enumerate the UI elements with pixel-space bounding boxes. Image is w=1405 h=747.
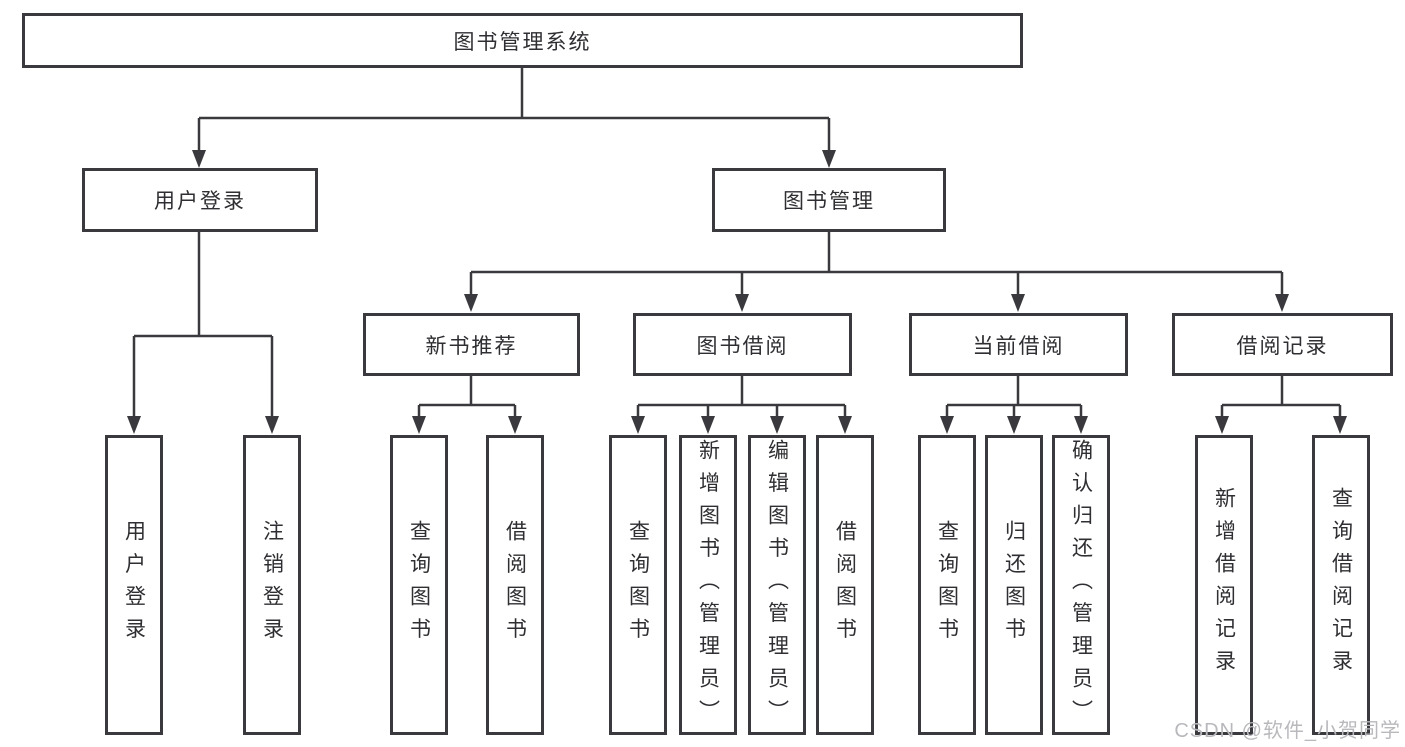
node-label: 借阅记录 bbox=[1236, 334, 1329, 358]
node-label: 查询图书 bbox=[407, 519, 431, 651]
leaf-query-books-borrow: 查询图书 bbox=[609, 435, 667, 735]
leaf-logout: 注销登录 bbox=[243, 435, 301, 735]
node-label: 查询图书 bbox=[935, 519, 959, 651]
leaf-borrow-books-recommend: 借阅图书 bbox=[486, 435, 544, 735]
leaf-query-books-current: 查询图书 bbox=[918, 435, 976, 735]
node-borrow-records: 借阅记录 bbox=[1172, 313, 1393, 376]
node-current-borrow: 当前借阅 bbox=[909, 313, 1128, 376]
leaf-user-login: 用户登录 bbox=[105, 435, 163, 735]
node-label: 注销登录 bbox=[260, 519, 284, 651]
csdn-watermark: CSDN @软件_小贺同学 bbox=[1174, 720, 1401, 742]
leaf-confirm-return-admin: 确认归还（管理员） bbox=[1052, 435, 1110, 735]
leaf-query-borrow-record: 查询借阅记录 bbox=[1312, 435, 1370, 735]
node-new-book-recommend: 新书推荐 bbox=[363, 313, 580, 376]
leaf-add-borrow-record: 新增借阅记录 bbox=[1195, 435, 1253, 735]
leaf-add-books-admin: 新增图书（管理员） bbox=[679, 435, 737, 735]
node-label: 归还图书 bbox=[1002, 519, 1026, 651]
node-book-borrow: 图书借阅 bbox=[633, 313, 852, 376]
node-book-management: 图书管理 bbox=[712, 168, 946, 232]
node-root-system: 图书管理系统 bbox=[22, 13, 1023, 68]
node-label: 新书推荐 bbox=[425, 334, 518, 358]
leaf-borrow-books: 借阅图书 bbox=[816, 435, 874, 735]
node-user-login: 用户登录 bbox=[82, 168, 318, 232]
leaf-edit-books-admin: 编辑图书（管理员） bbox=[748, 435, 806, 735]
node-label: 用户登录 bbox=[154, 190, 246, 213]
node-label: 借阅图书 bbox=[503, 519, 527, 651]
node-label: 确认归还（管理员） bbox=[1069, 438, 1093, 732]
node-label: 图书借阅 bbox=[696, 334, 789, 358]
node-label: 查询图书 bbox=[626, 519, 650, 651]
node-label: 编辑图书（管理员） bbox=[765, 438, 789, 732]
node-label: 图书管理 bbox=[783, 190, 875, 213]
node-label: 新增图书（管理员） bbox=[696, 438, 720, 732]
node-label: 查询借阅记录 bbox=[1329, 487, 1353, 683]
node-label: 新增借阅记录 bbox=[1212, 487, 1236, 683]
node-label: 用户登录 bbox=[122, 519, 146, 651]
node-label: 图书管理系统 bbox=[453, 30, 592, 54]
node-label: 当前借阅 bbox=[972, 334, 1065, 358]
leaf-query-books-recommend: 查询图书 bbox=[390, 435, 448, 735]
leaf-return-books: 归还图书 bbox=[985, 435, 1043, 735]
node-label: 借阅图书 bbox=[833, 519, 857, 651]
